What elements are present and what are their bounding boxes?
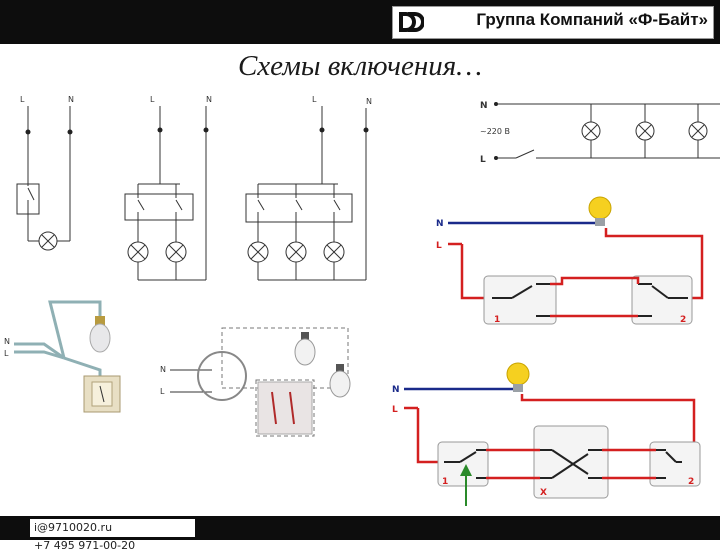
schematic-pass-through-cross: N L 1 X 2 bbox=[392, 362, 701, 506]
bulb-icon bbox=[294, 332, 316, 366]
pt1-l-label: L bbox=[436, 241, 442, 251]
schematic-parallel-lamps: N ~220 В L bbox=[480, 101, 720, 165]
brand-box bbox=[392, 6, 714, 39]
parallel-voltage-label: ~220 В bbox=[480, 127, 510, 136]
pt2-switchx-label: X bbox=[540, 488, 547, 498]
switch-icon bbox=[257, 381, 313, 435]
bulb-icon bbox=[588, 196, 612, 226]
schematic2-l-label: L bbox=[150, 95, 155, 104]
pt2-switch1-label: 1 bbox=[442, 477, 448, 487]
bulb-icon bbox=[329, 364, 351, 398]
parallel-l-label: L bbox=[480, 155, 486, 165]
contact-box: i@9710020.ru +7 495 971-00-20 bbox=[30, 519, 195, 552]
photo-wiring-left: N L bbox=[4, 300, 121, 413]
schematic3-n-label: N bbox=[366, 97, 372, 106]
photo-mid-n-label: N bbox=[160, 365, 166, 374]
pt1-n-label: N bbox=[436, 219, 444, 229]
photo-mid-l-label: L bbox=[160, 387, 165, 396]
schematic2-n-label: N bbox=[206, 95, 212, 104]
parallel-n-label: N bbox=[480, 101, 488, 111]
schematic3-l-label: L bbox=[312, 95, 317, 104]
bulb-icon bbox=[506, 362, 530, 392]
photo-left-l-label: L bbox=[4, 349, 9, 358]
company-name: Группа Компаний «Ф-Байт» bbox=[476, 10, 708, 29]
photo-wiring-middle: N L bbox=[152, 316, 358, 444]
pt2-l-label: L bbox=[392, 405, 398, 415]
pt2-n-label: N bbox=[392, 385, 400, 395]
switch-icon bbox=[83, 375, 121, 413]
schematic-two-lamps: L N bbox=[124, 95, 212, 281]
company-logo bbox=[399, 12, 424, 32]
photo-left-n-label: N bbox=[4, 337, 10, 346]
schematic1-l-label: L bbox=[20, 95, 25, 104]
arrow-up-icon bbox=[460, 464, 472, 506]
contact-email[interactable]: i@9710020.ru bbox=[34, 521, 113, 534]
pt1-switch2-label: 2 bbox=[680, 315, 686, 325]
schematic-three-lamps: L N bbox=[245, 95, 372, 281]
schematic-pass-through-two: N L 1 2 bbox=[436, 196, 704, 325]
page-title: Схемы включения… bbox=[237, 50, 483, 82]
schematic-single-lamp: L N bbox=[16, 95, 74, 251]
pt2-switch2-label: 2 bbox=[688, 477, 694, 487]
schematic1-n-label: N bbox=[68, 95, 74, 104]
bulb-icon bbox=[89, 316, 111, 353]
pt1-switch1-label: 1 bbox=[494, 315, 500, 325]
